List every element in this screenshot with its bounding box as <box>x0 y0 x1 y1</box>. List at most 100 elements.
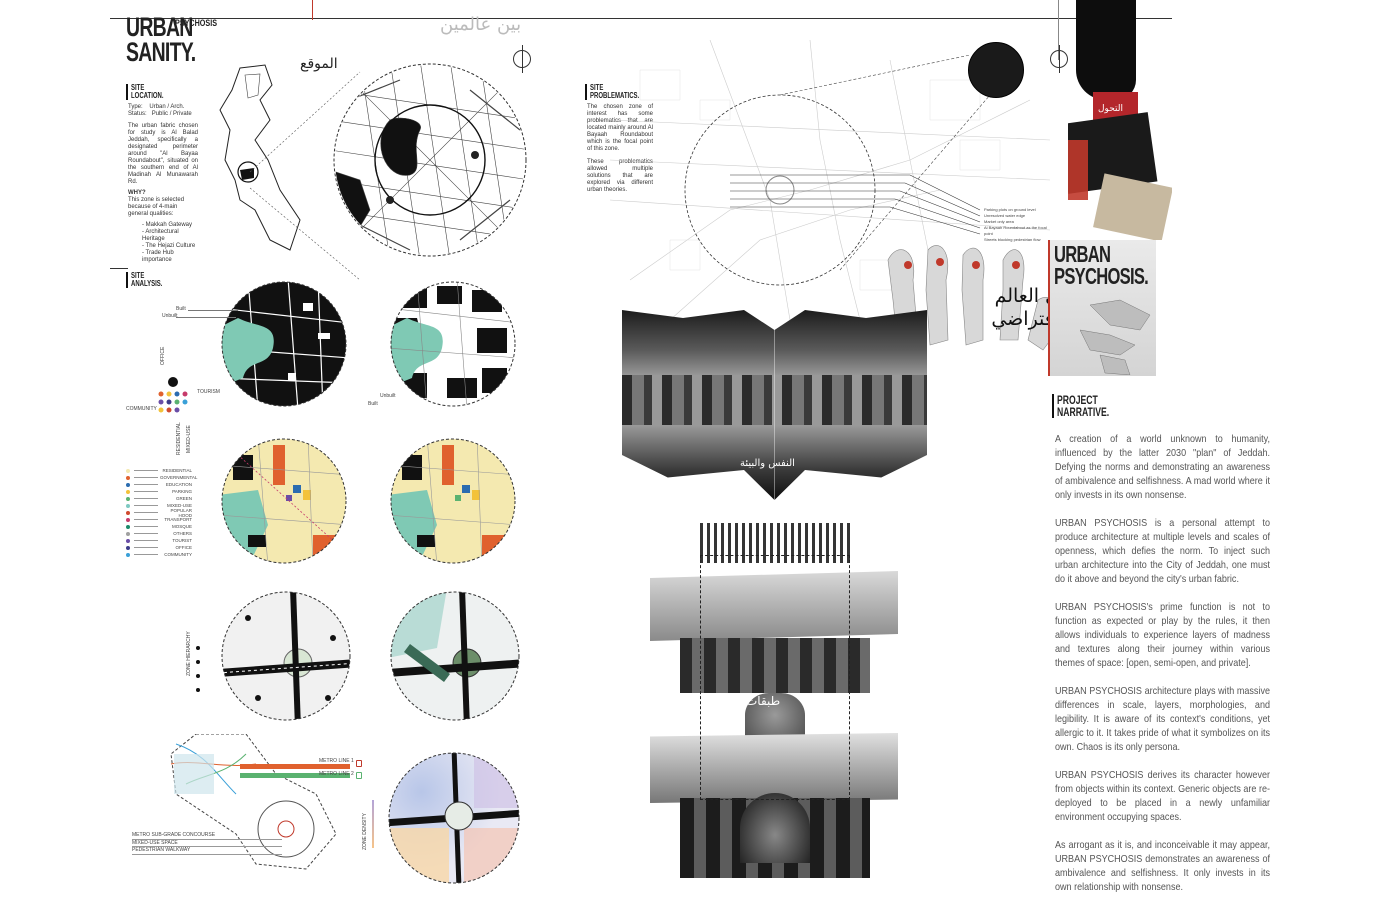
title-block: URBAN SANITY. <box>126 12 223 67</box>
narrative-paragraph: URBAN PSYCHOSIS derives its character ho… <box>1055 769 1270 823</box>
unbuilt-label: Unbuilt <box>162 313 178 319</box>
why-body: This zone is selected because of 4-main … <box>128 197 185 217</box>
land-use-legend: RESIDENTIAL GOVERNMENTAL EDUCATION PARKI… <box>126 467 197 558</box>
legend-row: GOVERNMENTAL <box>126 474 197 481</box>
legend-row: PARKING <box>126 488 192 495</box>
train-icon <box>356 772 362 779</box>
quality-item: - The Hejazi Culture <box>142 243 196 249</box>
zone-hierarchy-label: ZONE HIERARCHY <box>186 631 192 676</box>
callout-item: Market only area <box>984 219 1014 224</box>
callout-item: Unresolved water edge <box>984 213 1026 218</box>
figure-ground-map-2 <box>390 281 516 407</box>
metro-line-2-label: METRO LINE 2 <box>319 771 354 777</box>
legend-row: MIXED-USE <box>126 502 192 509</box>
title-line-1: URBAN <box>126 12 193 42</box>
psychosis-title-line-1: URBAN <box>1054 241 1111 267</box>
narrative-paragraph: A creation of a world unknown to humanit… <box>1055 433 1270 501</box>
metro-legend-item: MIXED-USE SPACE <box>132 840 282 847</box>
axis-label-tourism: TOURISM <box>197 389 220 395</box>
unbuilt-label-2: Unbuilt <box>380 393 396 399</box>
zone-hierarchy-scale <box>196 646 200 692</box>
site-outline-map <box>219 64 301 251</box>
built-label-2: Built <box>368 401 378 407</box>
problematics-zoom-circle <box>968 42 1024 98</box>
metro-legend: METRO SUB-GRADE CONCOURSE MIXED-USE SPAC… <box>132 832 282 855</box>
legend-row: OFFICE <box>126 544 192 551</box>
problematics-callout-lines <box>730 174 981 235</box>
land-use-map-2 <box>390 438 516 564</box>
arabic-poster-label: التحول <box>1098 104 1123 114</box>
site-location-text: Type: Urban / Arch. Status: Public / Pri… <box>128 104 198 263</box>
problematics-callouts: Parking plots on ground level Unresolved… <box>984 207 1054 243</box>
leader-line <box>176 317 236 318</box>
legend-row: RESIDENTIAL <box>126 467 192 474</box>
problematics-body-2: These problematics allowed multiple solu… <box>587 159 653 193</box>
metro-legend-item: PEDESTRIAN WALKWAY <box>132 847 282 855</box>
site-location-body: The urban fabric chosen for study is Al … <box>128 123 198 185</box>
narrative-paragraph: As arrogant as it is, and inconceivable … <box>1055 839 1270 893</box>
leader-line <box>188 310 238 311</box>
legend-row: MOSQUE <box>126 523 192 530</box>
activity-dot-matrix: OFFICE TOURISM COMMUNITY RESIDENTIAL MIX… <box>126 347 220 455</box>
project-narrative-heading: PROJECT NARRATIVE. <box>1052 394 1142 418</box>
metro-line-2-arrow <box>240 773 350 778</box>
title-tag: PSYCHOSIS <box>175 18 218 28</box>
tower-collage <box>650 523 898 878</box>
problematics-context-map <box>610 40 1050 320</box>
legend-row: OTHERS <box>126 530 192 537</box>
why-heading: WHY? <box>128 190 146 196</box>
axis-label-community: COMMUNITY <box>126 406 157 412</box>
callout-item: Streets blocking pedestrian flow <box>984 237 1041 242</box>
axis-label-residential: RESIDENTIAL <box>176 422 182 455</box>
site-problematics-text: The chosen zone of interest has some pro… <box>587 104 653 194</box>
compass-icon <box>1050 45 1068 73</box>
arabic-tower-label: طبقات <box>746 694 781 708</box>
psychosis-title-card: URBAN PSYCHOSIS. <box>1048 240 1156 376</box>
built-label: Built <box>176 306 186 312</box>
zone-hierarchy-map-2 <box>390 591 520 721</box>
arabic-top-title: بين عالمين <box>440 14 522 35</box>
narrative-paragraph: URBAN PSYCHOSIS is a personal attempt to… <box>1055 517 1270 585</box>
callout-item: Al Bayaah Roundabout as the focal point <box>984 225 1047 236</box>
arabic-location-label: الموقع <box>300 56 338 72</box>
site-circle-map <box>333 63 527 257</box>
quality-item: - Trade Hub importance <box>142 250 174 263</box>
zone-density-scale <box>372 800 374 848</box>
axis-label-office: OFFICE <box>160 346 166 365</box>
compass-icon <box>513 45 531 73</box>
narrative-paragraph: URBAN PSYCHOSIS architecture plays with … <box>1055 685 1270 753</box>
quality-item: - Makkah Gateway <box>142 222 193 228</box>
legend-row: POPULAR HOOD <box>126 508 192 518</box>
vertical-rule-line <box>1058 0 1059 60</box>
figure-ground-map-1 <box>221 281 347 407</box>
site-problematics-heading: SITE PROBLEMATICS. <box>585 84 655 100</box>
site-analysis-heading: SITE ANALYSIS. <box>126 272 186 288</box>
quality-item: - Architectural Heritage <box>142 229 179 242</box>
section-divider <box>110 268 128 269</box>
land-use-map-1 <box>221 438 347 564</box>
project-narrative-body: A creation of a world unknown to humanit… <box>1055 432 1277 900</box>
narrative-paragraph: URBAN PSYCHOSIS's prime function is not … <box>1055 601 1270 669</box>
legend-row: GREEN <box>126 495 192 502</box>
axis-label-mixed-use: MIXED-USE <box>186 425 192 453</box>
zone-density-label: ZONE DENSITY <box>362 813 368 850</box>
legend-row: EDUCATION <box>126 481 192 488</box>
metro-line-1-label: METRO LINE 1 <box>319 758 354 764</box>
train-icon <box>356 760 362 767</box>
psychosis-title-line-2: PSYCHOSIS. <box>1054 263 1149 289</box>
site-location-heading: SITE LOCATION. <box>126 84 186 100</box>
zone-density-map <box>388 752 520 884</box>
callout-item: Parking plots on ground level <box>984 207 1036 212</box>
tower-dashed-frame <box>700 555 850 800</box>
top-rule-line <box>110 18 1172 19</box>
metro-line-1-arrow <box>240 764 350 769</box>
legend-row: COMMUNITY <box>126 551 192 558</box>
metro-legend-item: METRO SUB-GRADE CONCOURSE <box>132 832 282 840</box>
legend-row: TRANSPORT <box>126 516 192 523</box>
poster-dark-collage <box>1068 0 1172 240</box>
arabic-mirror-label: النفس والبيئة <box>740 458 795 469</box>
problematics-body-1: The chosen zone of interest has some pro… <box>587 104 653 152</box>
vertical-rule-line <box>312 0 313 20</box>
legend-row: TOURIST <box>126 537 192 544</box>
title-line-2: SANITY. <box>126 37 196 67</box>
